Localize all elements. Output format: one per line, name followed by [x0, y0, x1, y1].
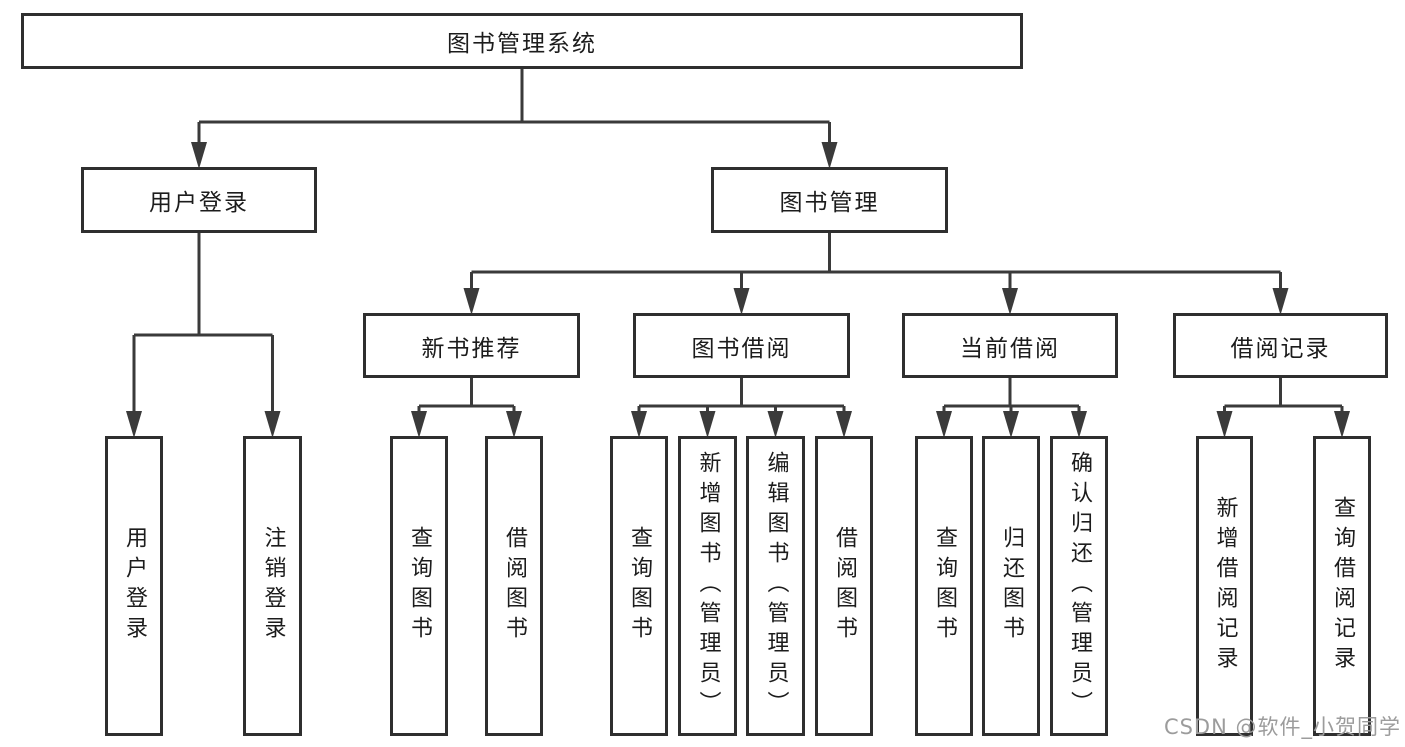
edge-current: [942, 378, 1081, 415]
edge-mgmt: [470, 233, 1282, 292]
arrowhead-icon: [1002, 288, 1018, 315]
diagram-node-login-out: 注销登录: [243, 436, 302, 736]
arrowhead-icon: [936, 411, 952, 438]
arrowhead-icon: [1071, 411, 1087, 438]
edge-login: [132, 233, 274, 415]
diagram-node-label: 注销登录: [260, 526, 286, 646]
diagram-node-bw-borrow: 借阅图书: [815, 436, 873, 736]
diagram-node-bw-add: 新增图书（管理员）: [678, 436, 737, 736]
diagram-node-label: 编辑图书（管理员）: [763, 451, 789, 721]
watermark: CSDN @软件_小贺同学: [1163, 715, 1401, 739]
diagram-node-cur-return: 归还图书: [982, 436, 1040, 736]
diagram-node-cur-query: 查询图书: [915, 436, 973, 736]
diagram-node-label: 归还图书: [999, 526, 1024, 646]
edge-newbook: [417, 378, 516, 415]
diagram-node-label: 借阅记录: [1230, 335, 1331, 362]
diagram-node-label: 新增借阅记录: [1212, 496, 1238, 676]
edge-borrow: [637, 378, 846, 415]
diagram-node-rec-query: 查询借阅记录: [1313, 436, 1371, 736]
diagram-node-label: 当前借阅: [960, 335, 1060, 362]
diagram-node-label: 用户登录: [149, 190, 249, 216]
diagram-node-login: 用户登录: [81, 167, 317, 233]
diagram-node-label: 查询图书: [932, 526, 957, 646]
arrowhead-icon: [264, 411, 281, 438]
diagram-node-bw-query: 查询图书: [610, 436, 668, 736]
arrowhead-icon: [411, 411, 427, 438]
diagram-node-label: 确认归还（管理员）: [1067, 451, 1092, 721]
diagram-node-label: 新增图书（管理员）: [695, 451, 721, 721]
arrowhead-icon: [1216, 411, 1233, 438]
arrowhead-icon: [506, 411, 522, 438]
arrowhead-icon: [699, 411, 716, 438]
diagram-node-label: 图书管理: [779, 190, 880, 216]
arrowhead-icon: [1272, 288, 1289, 315]
diagram-node-login-user: 用户登录: [105, 436, 163, 736]
arrowhead-icon: [1334, 411, 1350, 438]
diagram-node-bw-edit: 编辑图书（管理员）: [746, 436, 805, 736]
arrowhead-icon: [733, 288, 750, 315]
diagram-node-nb-borrow: 借阅图书: [485, 436, 543, 736]
diagram-node-label: 借阅图书: [832, 526, 857, 646]
diagram-node-rec-add: 新增借阅记录: [1196, 436, 1253, 736]
arrowhead-icon: [821, 142, 838, 169]
diagram-node-records: 借阅记录: [1173, 313, 1388, 378]
arrowhead-icon: [1003, 411, 1019, 438]
arrowhead-icon: [836, 411, 852, 438]
diagram-node-nb-query: 查询图书: [390, 436, 448, 736]
diagram-node-root: 图书管理系统: [21, 13, 1023, 69]
diagram-node-label: 查询借阅记录: [1330, 496, 1355, 676]
arrowhead-icon: [126, 411, 142, 438]
arrowhead-icon: [631, 411, 647, 438]
diagram-node-label: 新书推荐: [421, 335, 522, 362]
diagram-node-borrow: 图书借阅: [633, 313, 850, 378]
edge-records: [1223, 378, 1344, 415]
diagram-node-label: 图书管理系统: [447, 31, 597, 57]
arrowhead-icon: [463, 288, 480, 315]
arrowhead-icon: [767, 411, 784, 438]
arrowhead-icon: [191, 142, 207, 169]
diagram-node-newbook: 新书推荐: [363, 313, 580, 378]
diagram-node-label: 图书借阅: [691, 335, 792, 362]
diagram-node-label: 借阅图书: [502, 526, 527, 646]
diagram-node-current: 当前借阅: [902, 313, 1118, 378]
diagram-node-label: 查询图书: [407, 526, 432, 646]
diagram-node-mgmt: 图书管理: [711, 167, 948, 233]
diagram-node-label: 用户登录: [122, 526, 147, 646]
diagram-node-cur-confirm: 确认归还（管理员）: [1050, 436, 1108, 736]
edge-root: [197, 69, 831, 146]
diagram-node-label: 查询图书: [627, 526, 652, 646]
